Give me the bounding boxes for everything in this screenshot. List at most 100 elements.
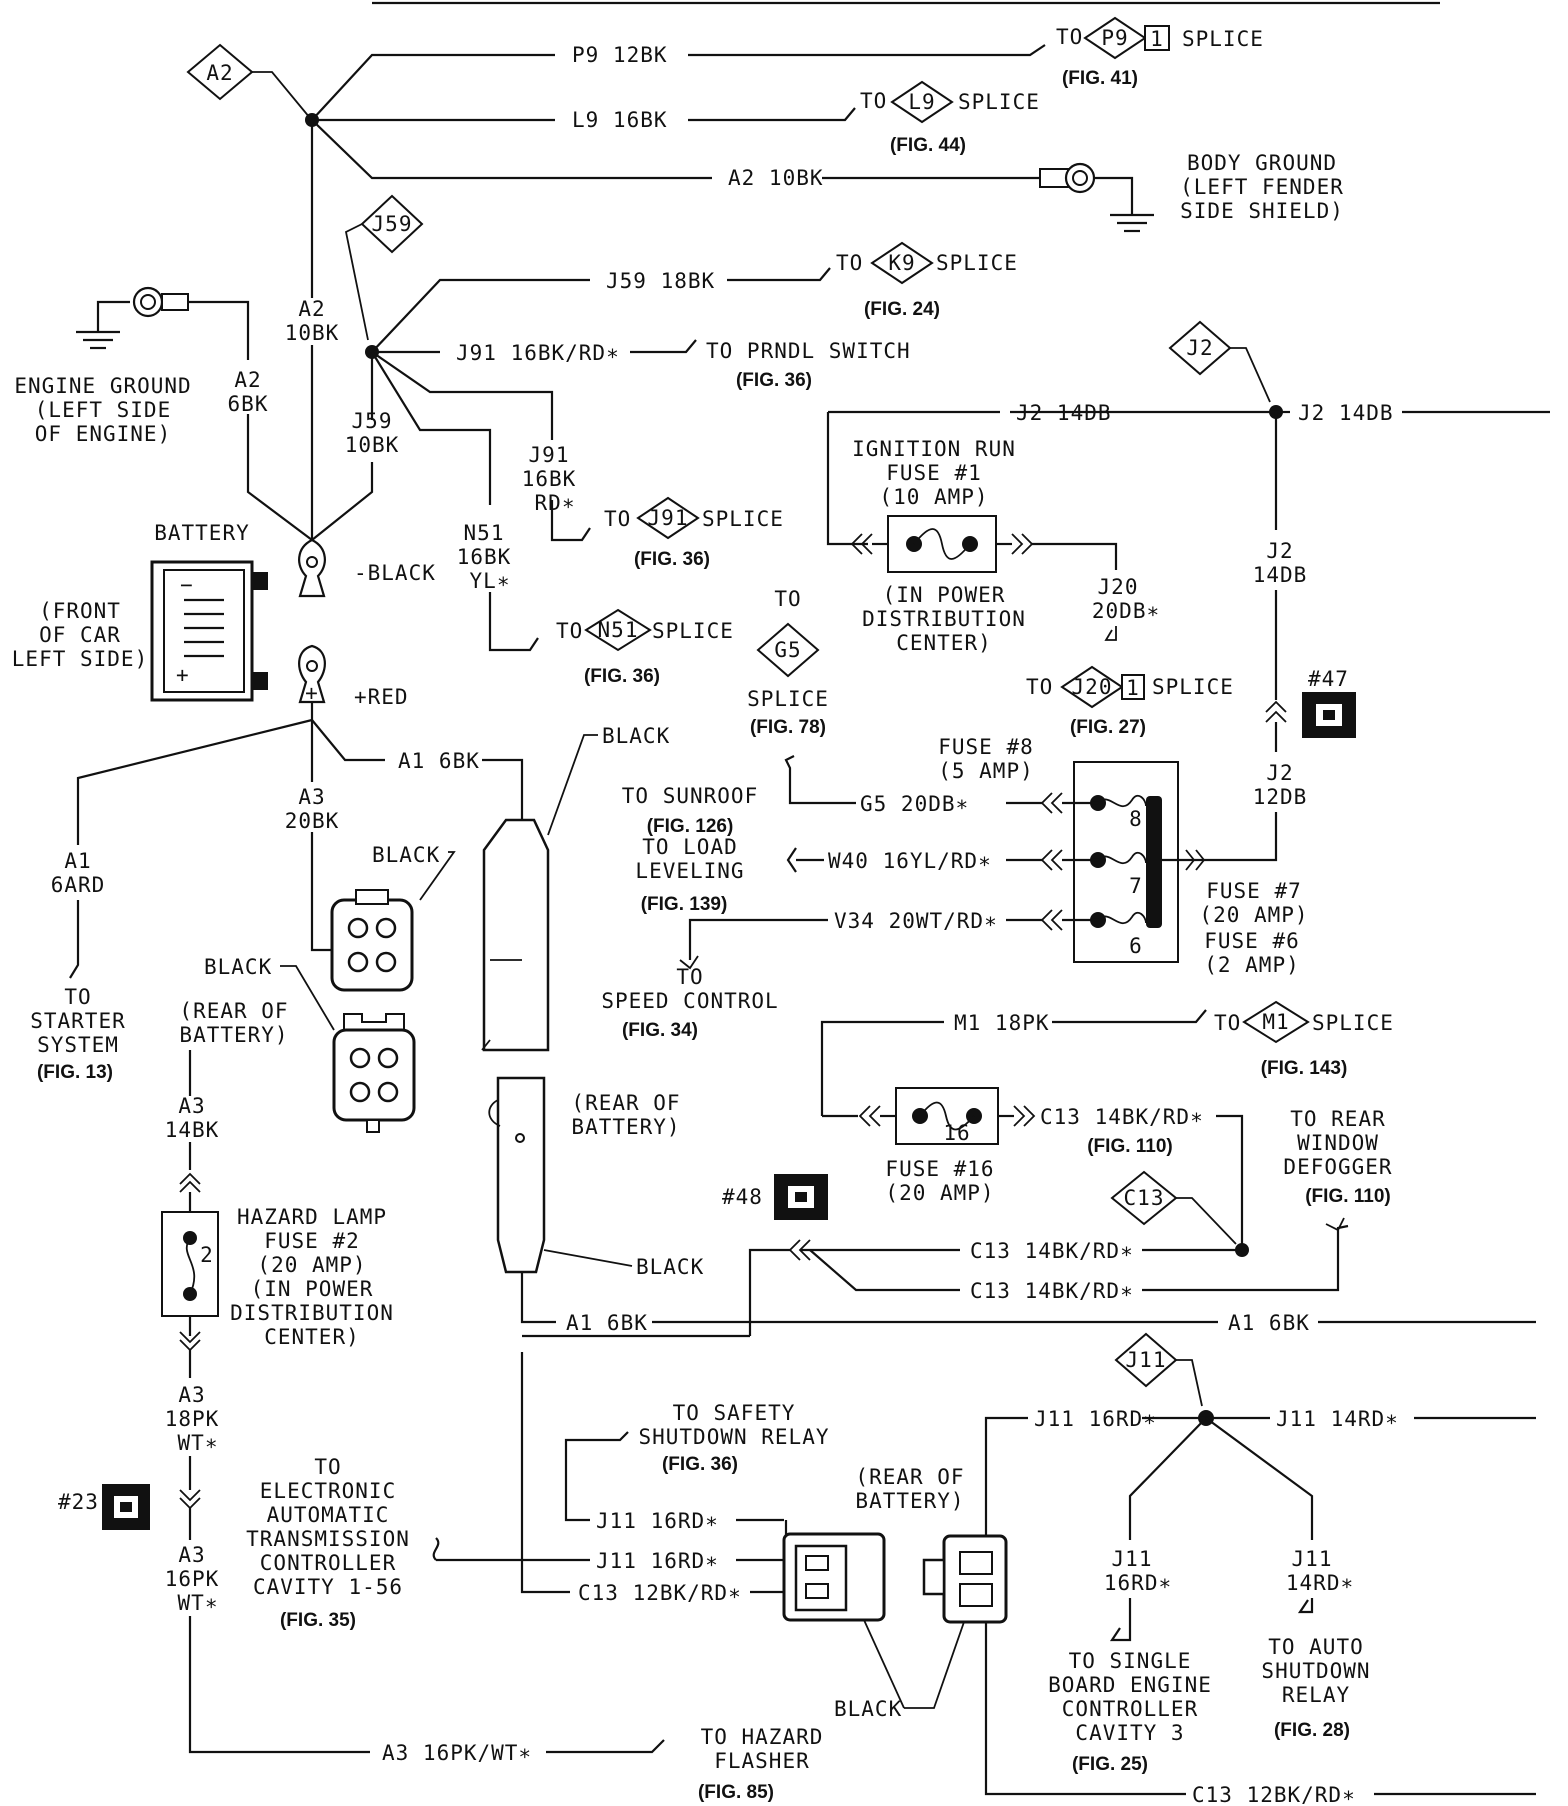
- v34-wire-left: [688, 918, 828, 960]
- fig-28-label: (FIG. 28): [1274, 1720, 1350, 1741]
- n51-label-1: N51: [464, 521, 505, 545]
- g5-to-label: TO: [774, 587, 801, 611]
- j59-10bk-label-1: J59: [352, 409, 393, 433]
- v34-wire-label: V34 20WT/RD∗: [834, 909, 998, 933]
- c13-fuse-wire-label: C13 14BK/RD∗: [1040, 1105, 1204, 1129]
- harness-connector-right-pin-a: [959, 1551, 993, 1575]
- battery-case: [150, 560, 254, 702]
- positive-clamp-bolt: [306, 660, 318, 672]
- a2-vertical-label-1: A2: [298, 297, 325, 321]
- a3-14bk-label-1: A3: [178, 1094, 205, 1118]
- hazard-label-1: HAZARD LAMP: [237, 1205, 387, 1229]
- fuse6-label-2: (2 AMP): [1204, 953, 1300, 977]
- v34-wire-end: [679, 955, 699, 970]
- j2-12db-wire-bottom: [1186, 812, 1278, 862]
- a1-6ard-label-1: A1: [64, 849, 91, 873]
- j91-vertical-label-1: J91: [529, 443, 570, 467]
- cable-lower-sheath: [496, 1076, 546, 1274]
- j20-to-label: TO: [1026, 675, 1053, 699]
- j59-splice-group: J59 J59 18BK J91 16BK/RD∗ TO PRNDL SWITC…: [311, 194, 910, 652]
- j11-pointer: [1176, 1359, 1203, 1407]
- battery-cable: BLACK (REAR OF BATTERY) BLACK A1 6BK A1 …: [481, 724, 1536, 1335]
- fuse16-number: 16: [943, 1121, 970, 1145]
- to-starter-label-2: STARTER: [30, 1009, 126, 1033]
- j11-splice-marker: [1114, 1332, 1178, 1388]
- fig-126-label: (FIG. 126): [647, 816, 734, 837]
- m1-wire-left: [820, 1020, 944, 1116]
- body-ground-label-2: (LEFT FENDER: [1180, 175, 1344, 199]
- fig-35-label: (FIG. 35): [280, 1610, 356, 1631]
- n51-to-label: TO: [556, 619, 583, 643]
- a3-16pk-label-2: 16PK: [165, 1567, 220, 1591]
- j91-splice-marker: [636, 496, 700, 540]
- connector-48-pin: [795, 1192, 807, 1202]
- to-hazard-flasher-label-1: TO HAZARD: [701, 1725, 824, 1749]
- g5-splice-text: SPLICE: [747, 687, 829, 711]
- four-pin-connector-lower: [332, 1028, 416, 1122]
- four-pin-connector-upper-latch: [355, 889, 389, 905]
- j2-inline-connector: [1265, 700, 1287, 723]
- j11-14rd-top-label: J11 14RD∗: [1276, 1407, 1399, 1431]
- battery-label: BATTERY: [154, 521, 250, 545]
- c13-pointer: [1176, 1197, 1237, 1245]
- battery-pos-post: [252, 672, 268, 690]
- a2-6bk-label-2: 6BK: [228, 392, 269, 416]
- ign-fuse-right-chevron: [1011, 533, 1034, 555]
- ign-fuse-left-chevron: [850, 533, 873, 555]
- connector-23-label: #23: [58, 1490, 99, 1514]
- harness-connector-left-pin-a: [805, 1555, 829, 1571]
- rear-of-battery-label-1a: (REAR OF: [179, 999, 288, 1023]
- fig-78-label: (FIG. 78): [750, 717, 826, 738]
- j20-label-1: J20: [1098, 575, 1139, 599]
- lower-pin-3: [349, 1081, 371, 1103]
- j20-pin-label: 1: [1126, 676, 1140, 700]
- p9-pin-label: 1: [1150, 27, 1164, 51]
- a2-6bk-top: [188, 300, 250, 360]
- front-left-label-1: (FRONT: [39, 599, 121, 623]
- a2-splice-group: A2 P9 12BK L9 16BK A2 10BK A2 10BK: [186, 43, 1046, 540]
- k9-splice-text: SPLICE: [936, 251, 1018, 275]
- a2-10bk-left: [311, 119, 712, 180]
- a3-16pk-wire-bottom: [188, 1616, 370, 1754]
- fig-34-label: (FIG. 34): [622, 1020, 698, 1041]
- lower-pin-1: [349, 1047, 371, 1069]
- n51-wire-top: [371, 351, 492, 505]
- connector-black-label-2: BLACK: [204, 955, 272, 979]
- a1-6bk-right-label: A1 6BK: [1228, 1311, 1310, 1335]
- to-eatc-label-5: CONTROLLER: [260, 1551, 396, 1575]
- n51-splice-text: SPLICE: [652, 619, 734, 643]
- j2-vertical-label-2: 14DB: [1253, 563, 1308, 587]
- connector-47-label: #47: [1308, 667, 1349, 691]
- upper-pin-2: [375, 917, 397, 939]
- hazard-label-5: DISTRIBUTION: [230, 1301, 394, 1325]
- n51-splice-marker: [584, 608, 652, 652]
- to-safety-label-2: SHUTDOWN RELAY: [638, 1425, 829, 1449]
- to-hazard-flasher-label-2: FLASHER: [714, 1749, 810, 1773]
- j2-12db-label-1: J2: [1266, 761, 1293, 785]
- a1-6bk-top-left: [311, 719, 385, 762]
- a1-6bk-low-left: [520, 1272, 556, 1324]
- c13-14bk-a-down: [748, 1248, 790, 1336]
- j2-12db-label-2: 12DB: [1253, 785, 1308, 809]
- a3-16pk-label-3: WT∗: [178, 1591, 219, 1615]
- hazard-label-4: (IN POWER: [251, 1277, 374, 1301]
- positive-wires: A1 6ARD TO STARTER SYSTEM (FIG. 13) A1 6…: [30, 718, 524, 1083]
- connector-black-pointer-1: [419, 851, 456, 901]
- ign-run-label-1: IGNITION RUN: [852, 437, 1016, 461]
- cable-black-pointer-bottom: [543, 1249, 633, 1267]
- fuse6-label-1: FUSE #6: [1204, 929, 1300, 953]
- fuse16-left-chevron: [858, 1105, 881, 1127]
- ign-pdc-label-2: DISTRIBUTION: [862, 607, 1026, 631]
- k9-splice-target: TO K9 SPLICE (FIG. 24): [836, 241, 1018, 320]
- battery-minus-sign: −: [180, 573, 194, 597]
- p9-pin-box: [1144, 25, 1170, 51]
- j59-18bk-left: [371, 278, 590, 353]
- upper-pin-3: [347, 951, 369, 973]
- j11-conn-b-label: J11 16RD∗: [596, 1549, 719, 1573]
- ign-pdc-label-1: (IN POWER: [883, 583, 1006, 607]
- fuse7-label-2: (20 AMP): [1199, 903, 1308, 927]
- negative-clamp-bolt: [306, 556, 318, 568]
- w40-wire-end: [786, 847, 797, 873]
- g5-splice-target: TO G5 SPLICE (FIG. 78): [747, 587, 829, 738]
